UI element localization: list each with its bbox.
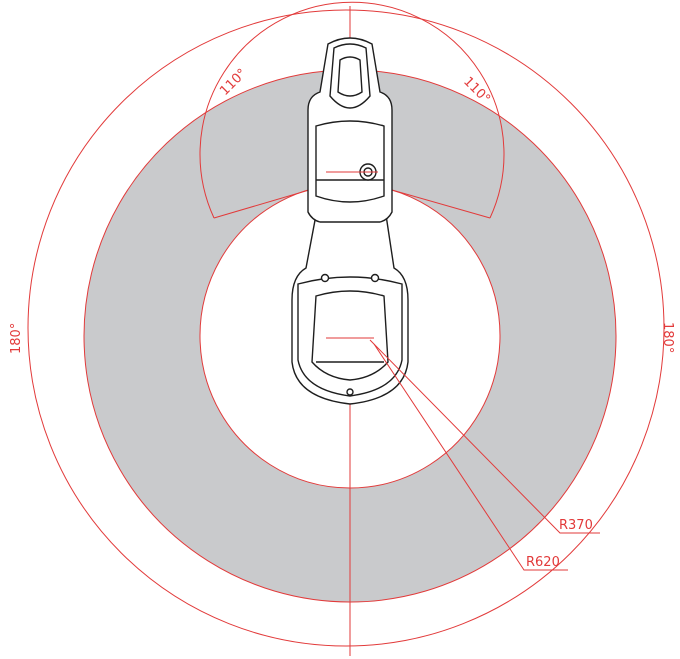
r620-leader-line [373, 343, 568, 571]
r370-leader-line [369, 339, 600, 534]
robot-wrist-housing [329, 43, 371, 109]
work-envelope-zone [84, 70, 617, 602]
robot-bolt [320, 273, 330, 283]
robot-lower-body [291, 214, 409, 405]
angle-label-right: 180° [660, 322, 675, 353]
robot-base-housing [297, 276, 403, 397]
radius-label-inner: R370 [559, 518, 593, 533]
sector-110-arc [199, 1, 505, 219]
robot-arm [291, 37, 409, 405]
robot-elbow-cover [315, 120, 385, 203]
robot-base-cap [311, 290, 389, 381]
robot-bolt [370, 273, 380, 283]
robot-upper-arm [307, 37, 393, 223]
radius-label-outer: R620 [526, 555, 560, 570]
angle-label-left: 180° [9, 323, 24, 354]
outer-limit-circle [27, 9, 665, 647]
robot-wrist-flange [337, 56, 363, 97]
robot-bolt [346, 388, 354, 396]
